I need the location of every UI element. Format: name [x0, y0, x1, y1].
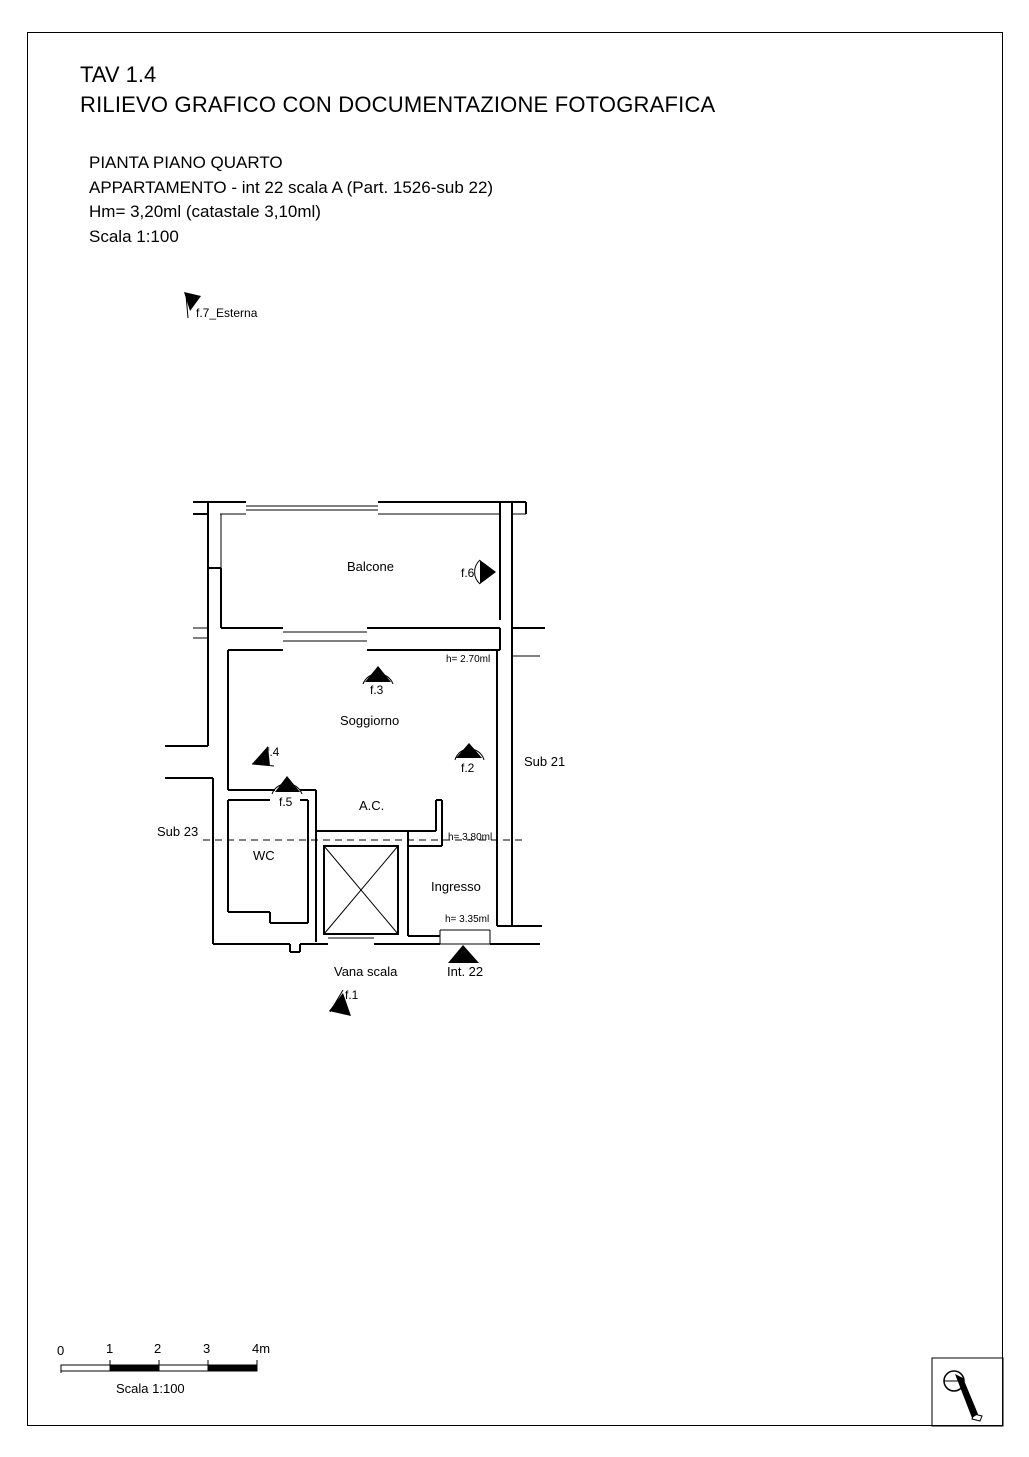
scale-tick-3: 3	[203, 1341, 210, 1356]
compass-icon	[931, 1357, 1004, 1427]
plan-info-scale: Scala 1:100	[89, 226, 179, 246]
photo-point-f1: f.1	[329, 988, 359, 1016]
label-f5: f.5	[279, 795, 293, 809]
photo-point-f2: f.2	[454, 743, 485, 775]
neighbor-sub23: Sub 23	[157, 824, 198, 839]
room-vana-scala: Vana scala	[334, 964, 398, 979]
label-f3: f.3	[370, 683, 384, 697]
plan-info-floor: PIANTA PIANO QUARTO	[89, 153, 283, 172]
sheet-title: TAV 1.4	[80, 62, 157, 87]
label-f7: f.7_Esterna	[196, 306, 258, 320]
photo-point-f3: f.3	[362, 666, 394, 697]
height-label-1: h= 2.70ml	[446, 654, 490, 665]
room-soggiorno: Soggiorno	[340, 713, 399, 728]
floor-plan-walls	[165, 501, 545, 953]
photo-point-f5: f.5	[271, 776, 303, 809]
label-f6: f.6	[461, 566, 475, 580]
scale-bar-label: Scala 1:100	[116, 1381, 185, 1396]
photo-point-f7: f.7_Esterna	[184, 292, 258, 320]
room-ac: A.C.	[359, 798, 384, 813]
room-wc: WC	[253, 848, 275, 863]
label-f1: f.1	[345, 988, 359, 1002]
photo-point-int22	[448, 945, 479, 963]
scale-tick-4: 4m	[252, 1341, 270, 1356]
room-balcone: Balcone	[347, 559, 394, 574]
scale-tick-1: 1	[106, 1341, 113, 1356]
height-label-3: h= 3.35ml	[445, 914, 489, 925]
plan-info-unit: APPARTAMENTO - int 22 scala A (Part. 152…	[89, 177, 494, 197]
plan-info: PIANTA PIANO QUARTO APPARTAMENTO - int 2…	[89, 151, 493, 249]
scale-tick-2: 2	[154, 1341, 161, 1356]
scale-tick-0: 0	[57, 1343, 64, 1358]
photo-point-f6: f.6	[461, 559, 496, 585]
scale-bar: 0 1 2 3 4m Scala 1:100	[57, 1341, 270, 1396]
plan-info-height: Hm= 3,20ml (catastale 3,10ml)	[89, 202, 321, 221]
entrance-label: Int. 22	[447, 964, 483, 979]
neighbor-sub21: Sub 21	[524, 754, 565, 769]
sheet-subtitle: RILIEVO GRAFICO CON DOCUMENTAZIONE FOTOG…	[80, 92, 716, 117]
photo-point-f4: f.4	[251, 745, 280, 767]
room-ingresso: Ingresso	[431, 879, 481, 894]
drawing-frame	[27, 32, 1003, 1426]
label-f2: f.2	[461, 761, 475, 775]
height-label-2: h= 3.80ml	[448, 832, 492, 843]
label-f4: f.4	[266, 745, 280, 759]
